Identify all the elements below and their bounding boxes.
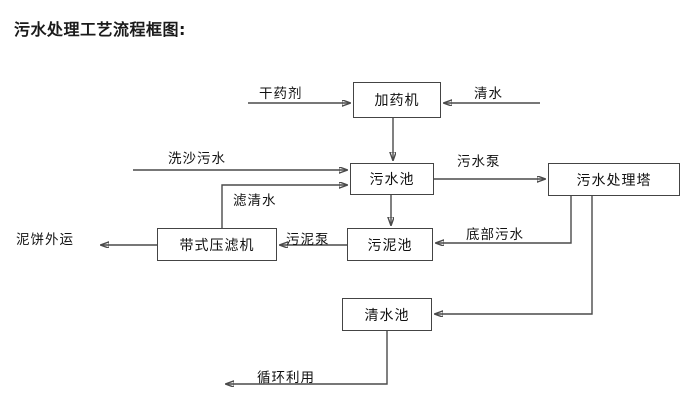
node-clear-water-pool-label: 清水池 bbox=[364, 307, 410, 324]
node-sewage-treatment-tower[interactable]: 污水处理塔 bbox=[548, 163, 680, 196]
node-sludge-pool[interactable]: 污泥池 bbox=[347, 228, 433, 261]
node-dosing-machine[interactable]: 加药机 bbox=[353, 82, 441, 118]
terminal-label-mud-cake-transport: 泥饼外运 bbox=[16, 232, 74, 248]
node-dosing-machine-label: 加药机 bbox=[374, 93, 420, 109]
edge-label-sewage-pump: 污水泵 bbox=[457, 154, 501, 170]
node-belt-filter-press[interactable]: 带式压滤机 bbox=[157, 228, 277, 261]
node-sewage-pool[interactable]: 污水池 bbox=[350, 163, 434, 195]
edge-label-filtrate-water: 滤清水 bbox=[233, 193, 277, 209]
node-sludge-pool-label: 污泥池 bbox=[367, 237, 413, 254]
node-sewage-pool-label: 污水池 bbox=[369, 172, 415, 188]
node-sewage-treatment-tower-label: 污水处理塔 bbox=[576, 172, 652, 189]
edge-label-recycle-reuse: 循环利用 bbox=[257, 370, 315, 386]
page-title: 污水处理工艺流程框图: bbox=[14, 20, 186, 39]
edge-label-sand-washing-sewage: 洗沙污水 bbox=[168, 151, 226, 167]
edge-label-bottom-sewage: 底部污水 bbox=[466, 227, 524, 243]
wire-tower-to-clear-pool bbox=[435, 196, 593, 314]
edge-label-sludge-pump: 污泥泵 bbox=[286, 232, 330, 248]
node-clear-water-pool[interactable]: 清水池 bbox=[342, 298, 432, 331]
node-belt-filter-press-label: 带式压滤机 bbox=[179, 237, 255, 254]
edge-label-clean-water: 清水 bbox=[474, 86, 503, 102]
edge-label-dry-agent: 干药剂 bbox=[259, 86, 303, 102]
